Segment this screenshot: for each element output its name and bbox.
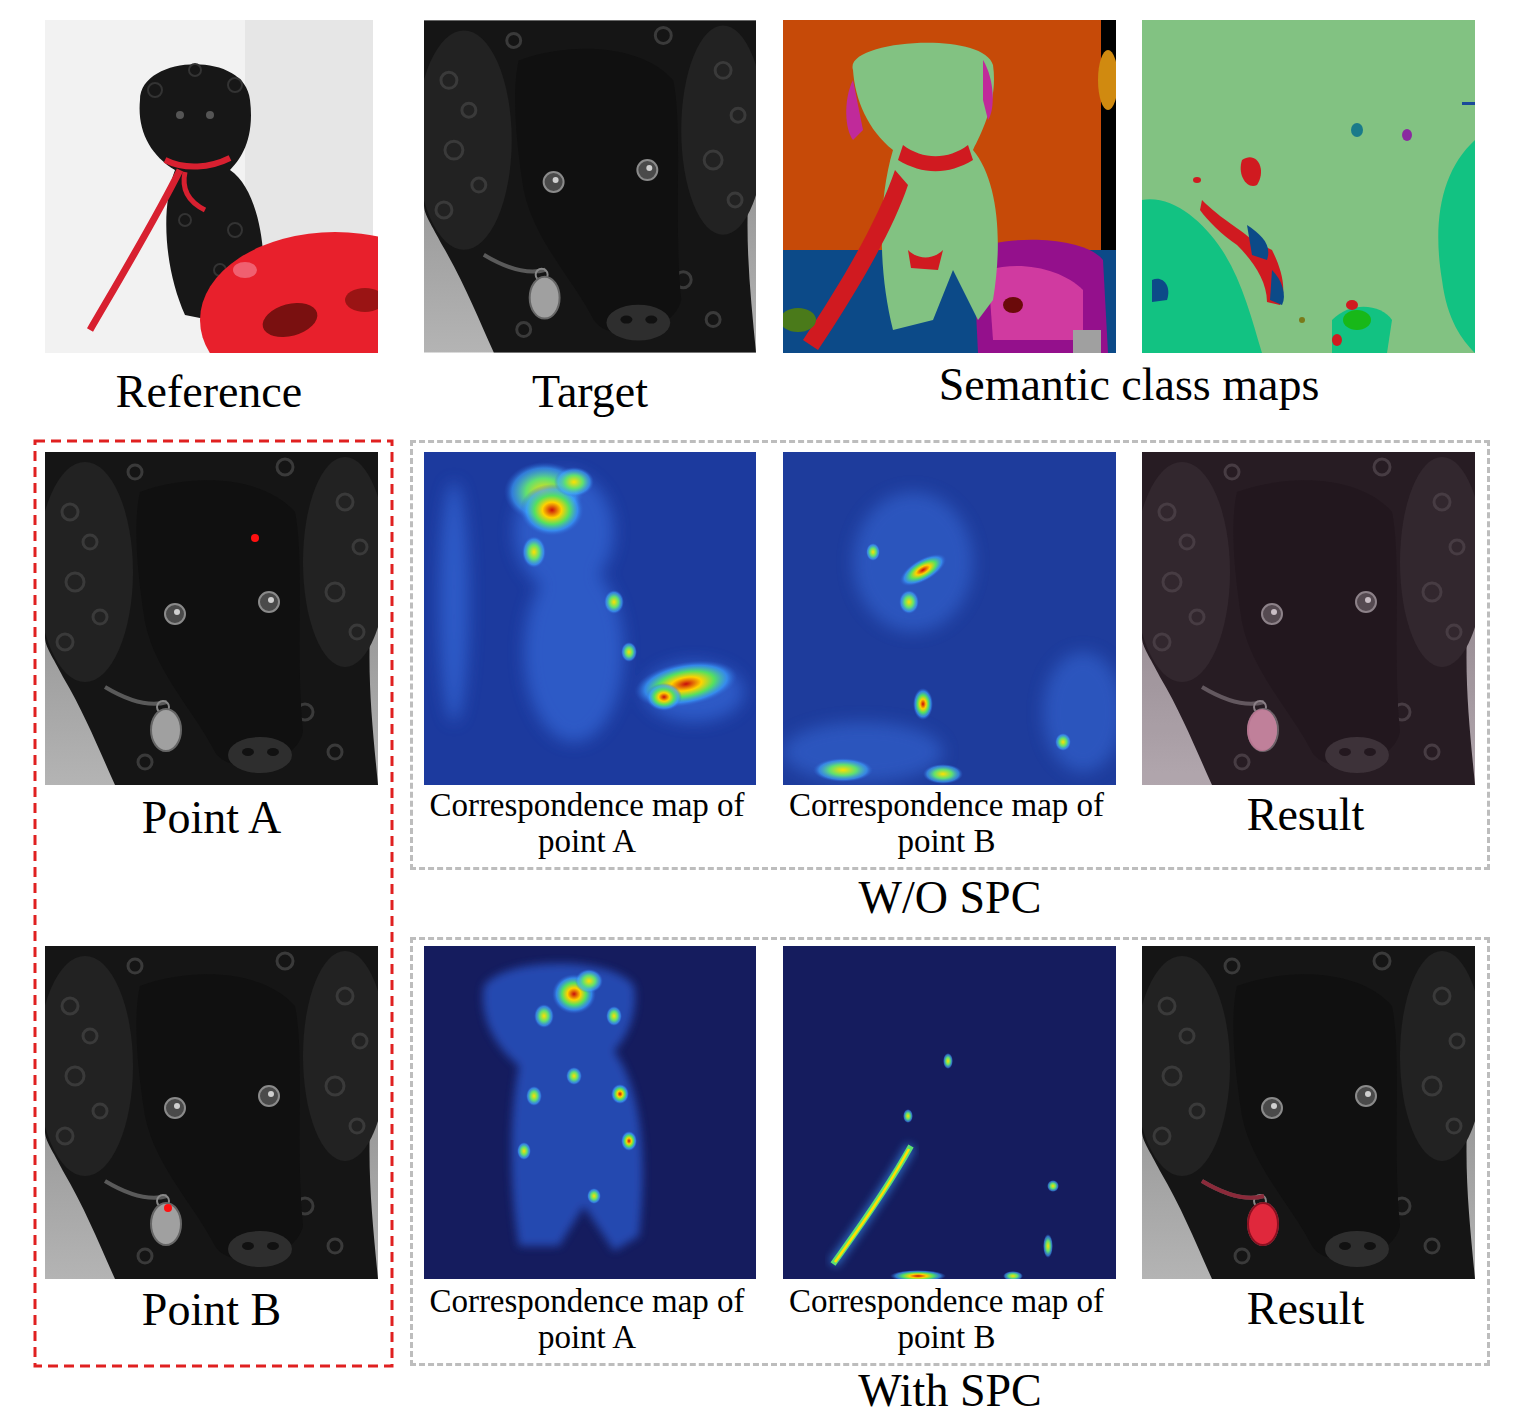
image-tile: Correspondence map of point B: [780, 449, 1113, 782]
image-caption: Result: [1247, 1286, 1365, 1332]
semantic-map: [1142, 20, 1475, 353]
correspondence-heatmap: [783, 452, 1116, 785]
image-tile: Semantic class maps: [783, 20, 1475, 353]
image-caption: Result: [1247, 792, 1365, 838]
point-group-frame: [35, 441, 392, 1366]
correspondence-heatmap: [424, 452, 756, 785]
collar-color: [1202, 1181, 1264, 1198]
point-b-photo: [37, 946, 387, 1279]
image-tile: Point A: [45, 452, 378, 785]
image-caption: Correspondence map of point A: [426, 787, 748, 860]
image-caption: Point B: [142, 1287, 281, 1333]
image-tile: Result: [1139, 943, 1472, 1276]
result-photo: [1134, 946, 1484, 1279]
comparison-panel: W/O SPCCorrespondence map of point ACorr…: [410, 440, 1490, 870]
point-marker: [251, 534, 259, 542]
color-tint: [1142, 452, 1475, 785]
image-tile: Target: [424, 20, 756, 353]
image-caption: Target: [532, 369, 648, 415]
image-caption: Correspondence map of point A: [426, 1283, 748, 1356]
image-tile: Point B: [45, 946, 378, 1279]
result-photo: [1134, 452, 1484, 785]
image-tile: Correspondence map of point B: [780, 943, 1113, 1276]
panel-heading: With SPC: [858, 1368, 1041, 1414]
target-photo: [416, 21, 765, 353]
image-caption: Semantic class maps: [939, 362, 1320, 408]
image-tile: Correspondence map of point A: [421, 449, 753, 782]
correspondence-heatmap: [783, 946, 1116, 1279]
comparison-panel: With SPCCorrespondence map of point ACor…: [410, 937, 1490, 1366]
image-caption: Correspondence map of point B: [786, 787, 1108, 860]
image-caption: Point A: [142, 795, 281, 841]
tag-color: [1248, 1203, 1278, 1245]
image-caption: Reference: [116, 369, 302, 415]
image-tile: Correspondence map of point A: [421, 943, 753, 1276]
image-caption: Correspondence map of point B: [786, 1283, 1108, 1356]
image-tile: Result: [1139, 449, 1472, 782]
correspondence-heatmap: [424, 946, 756, 1279]
semantic-map: [783, 20, 1116, 353]
point-a-photo: [37, 452, 387, 785]
panel-heading: W/O SPC: [859, 875, 1042, 921]
image-tile: Reference: [45, 20, 373, 353]
reference-photo: [45, 20, 378, 353]
point-marker: [164, 1204, 172, 1212]
tag-tint: [1247, 709, 1277, 751]
